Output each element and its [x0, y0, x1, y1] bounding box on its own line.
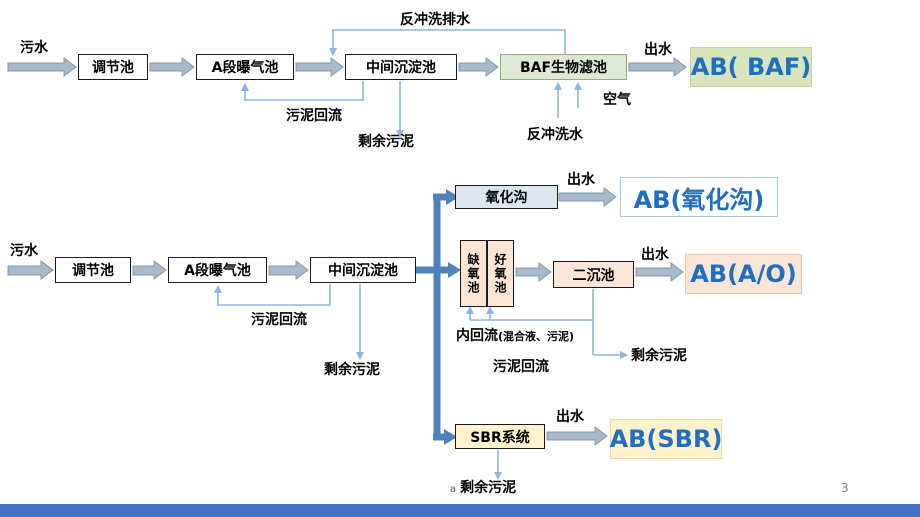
tank-intermediate-settling-top: 中间沉淀池 — [345, 54, 457, 80]
tank-aerobic: 好氧池 — [487, 240, 514, 307]
label-effluent-top: 出水 — [644, 42, 672, 58]
label-backwash-water: 反冲洗水 — [527, 127, 583, 143]
result-ab-sbr: AB(SBR) — [610, 419, 722, 459]
label-sludge-return-ao: 污泥回流 — [493, 359, 549, 375]
arrow-ao-to-clarifier — [515, 262, 552, 282]
ao-recycle-head-anoxic — [466, 306, 474, 314]
label-sludge-return-bottom: 污泥回流 — [251, 312, 307, 328]
arrow-top-2 — [295, 57, 344, 77]
arrow-bottom-1 — [132, 260, 167, 280]
label-excess-sludge-top: 剩余污泥 — [358, 134, 414, 150]
excess-sludge-bottom-head — [356, 352, 364, 360]
sludge-return-top-head — [241, 83, 249, 91]
tank-regulating-top: 调节池 — [78, 54, 148, 80]
excess-sludge-sbr-text: 剩余污泥 — [460, 480, 517, 496]
label-effluent-oxidation: 出水 — [567, 172, 595, 188]
result-ab-oxidation: AB(氧化沟) — [620, 177, 778, 217]
branch-head-ao — [448, 262, 461, 278]
arrow-top-1 — [149, 57, 195, 77]
label-sludge-return-top: 污泥回流 — [286, 108, 342, 124]
branch-head-oxidation — [446, 189, 459, 205]
sludge-return-bottom-head — [214, 285, 222, 293]
sludge-return-bottom-line — [217, 284, 331, 306]
tank-secondary-clarifier: 二沉池 — [553, 261, 634, 288]
arrow-influent-bottom — [7, 260, 54, 280]
label-influent-bottom: 污水 — [10, 243, 38, 259]
recycle-arrowheads — [214, 48, 628, 480]
result-ab-baf: AB( BAF) — [690, 47, 812, 87]
label-effluent-sbr: 出水 — [556, 409, 584, 425]
label-influent-top: 污水 — [20, 40, 48, 56]
sbr-excess-head — [494, 472, 502, 480]
stray-char: a — [450, 484, 457, 495]
tank-a-aeration-top: A段曝气池 — [196, 54, 294, 80]
arrow-effluent-oxidation — [558, 187, 617, 207]
label-backwash-drain: 反冲洗排水 — [400, 12, 470, 28]
result-ab-ao: AB(A/O) — [685, 254, 802, 294]
arrow-effluent-top — [628, 57, 687, 77]
tank-intermediate-settling-bottom: 中间沉淀池 — [310, 257, 416, 283]
tank-baf-biofilter: BAF生物滤池 — [500, 54, 627, 80]
air-head — [574, 82, 582, 90]
label-effluent-ao: 出水 — [641, 247, 669, 263]
excess-sludge-top-head — [396, 130, 404, 138]
arrow-top-3 — [458, 57, 499, 77]
backwash-drain-head — [329, 48, 337, 56]
recycle-lines — [217, 29, 620, 472]
slide-number: 3 — [841, 481, 849, 495]
footer-bar — [0, 504, 920, 517]
ao-recycle-line — [469, 289, 620, 356]
tank-a-aeration-bottom: A段曝气池 — [168, 257, 267, 283]
arrow-effluent-sbr — [546, 426, 608, 446]
branch-head-sbr — [444, 429, 457, 445]
tank-sbr-system: SBR系统 — [455, 424, 545, 449]
backwash-drain-line — [332, 29, 566, 54]
label-internal-recycle: 内回流(混合液、污泥) — [456, 325, 574, 345]
branch-arrows — [416, 189, 461, 445]
internal-recycle-text: 内回流 — [456, 328, 498, 344]
main-flow-arrows — [7, 57, 687, 446]
arrow-bottom-2 — [268, 260, 309, 280]
tank-oxidation-ditch: 氧化沟 — [455, 185, 558, 209]
label-excess-sludge-ao: 剩余污泥 — [631, 348, 687, 364]
arrow-effluent-ao — [635, 262, 684, 282]
ao-recycle-head-aerobic — [486, 306, 494, 314]
tank-regulating-bottom: 调节池 — [55, 257, 131, 283]
arrow-influent-top — [7, 57, 77, 77]
backwash-water-head — [554, 82, 562, 90]
internal-recycle-note: (混合液、污泥) — [498, 330, 575, 343]
label-excess-sludge-bottom: 剩余污泥 — [324, 362, 380, 378]
label-air: 空气 — [603, 92, 631, 108]
tank-anoxic: 缺氧池 — [460, 240, 487, 307]
sludge-return-top-line — [244, 81, 364, 101]
ao-excess-head — [620, 351, 628, 359]
